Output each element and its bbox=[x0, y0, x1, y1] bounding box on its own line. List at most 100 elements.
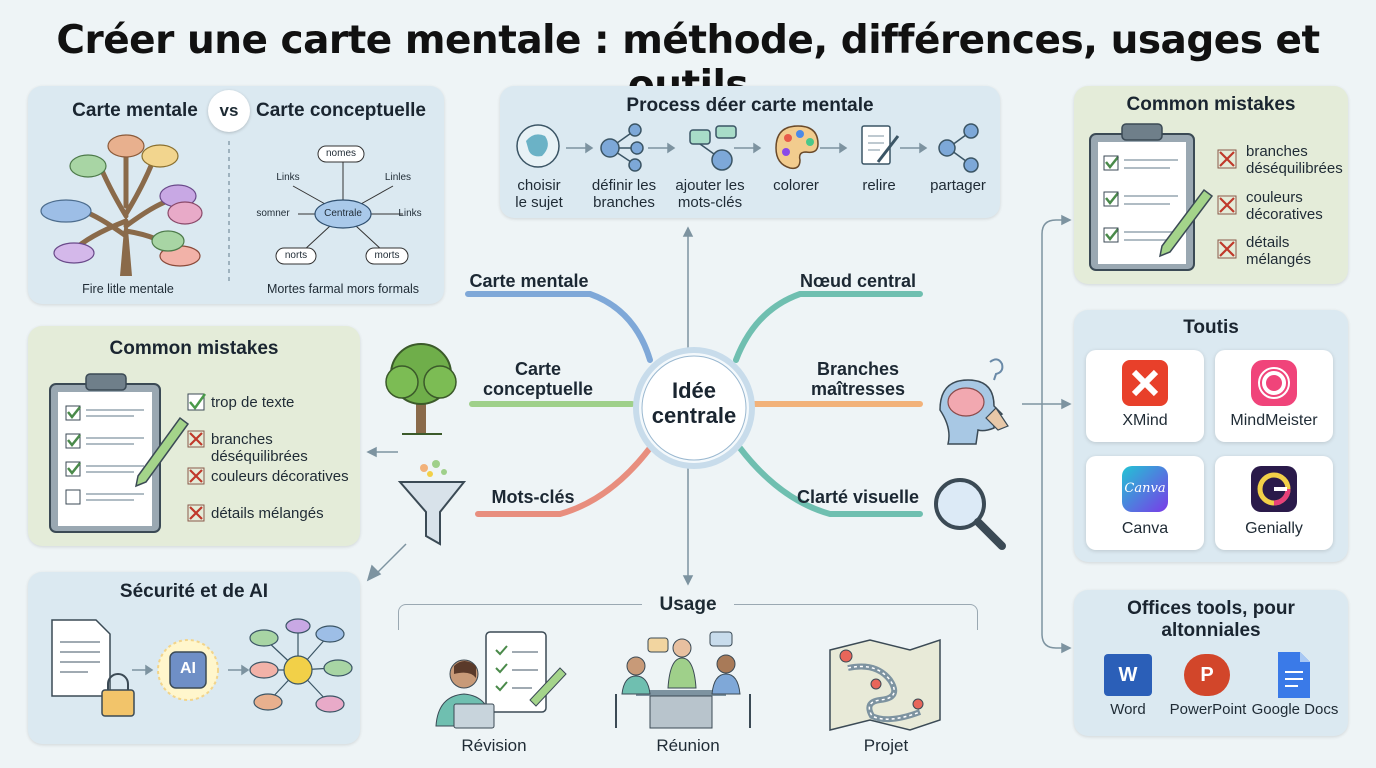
xmind-icon bbox=[1122, 360, 1168, 406]
securite-illustration bbox=[51, 618, 353, 717]
securite-panel: Sécurité et de AI AI bbox=[28, 572, 360, 744]
ai-label: AI bbox=[180, 660, 196, 677]
tools-title: Toutis bbox=[1183, 317, 1239, 338]
genially-icon bbox=[1251, 466, 1297, 512]
usage-title: Usage bbox=[642, 594, 734, 616]
share-icon bbox=[938, 123, 979, 173]
projet-map-icon bbox=[829, 638, 941, 731]
palette-icon bbox=[775, 125, 819, 170]
concept-node-centrale: Centrale bbox=[324, 208, 362, 219]
office-word-label: Word bbox=[1110, 701, 1146, 718]
canva-icon: Canva bbox=[1122, 466, 1168, 512]
keywords-icon bbox=[689, 125, 737, 171]
step-colorer: colorer bbox=[773, 177, 819, 194]
tool-canva[interactable]: Canva Canva bbox=[1086, 456, 1204, 550]
mistake-l-3: couleurs décoratives bbox=[211, 468, 349, 485]
concept-node-nomes: nomes bbox=[325, 148, 356, 159]
tool-mindmeister[interactable]: MindMeister bbox=[1215, 350, 1333, 442]
reunion-icon bbox=[615, 631, 751, 729]
usage-illustrations bbox=[435, 631, 941, 731]
concept-link-tl: Links bbox=[276, 172, 300, 183]
clipboard-icon-left bbox=[49, 373, 207, 533]
google-docs-icon bbox=[1278, 652, 1310, 698]
tool-genially[interactable]: Genially bbox=[1215, 456, 1333, 550]
x-marks bbox=[1217, 149, 1237, 259]
comparison-illustration bbox=[40, 134, 409, 284]
comparison-panel: Carte mentale Carte conceptuelle bbox=[28, 86, 444, 304]
concept-link-tr: Linles bbox=[384, 172, 412, 183]
branches-icon bbox=[600, 123, 644, 172]
central-mindmap bbox=[465, 226, 923, 586]
check-mark-icon bbox=[187, 393, 207, 411]
tool-genially-label: Genially bbox=[1245, 520, 1303, 537]
word-icon: W bbox=[1104, 654, 1152, 696]
tool-xmind-label: XMind bbox=[1122, 412, 1168, 429]
concept-caption: Mortes farmal mors formals bbox=[266, 282, 420, 296]
globe-icon bbox=[516, 124, 560, 168]
magnifier-icon bbox=[934, 478, 1006, 550]
concept-node-norts: norts bbox=[284, 250, 308, 261]
tool-xmind[interactable]: XMind bbox=[1086, 350, 1204, 442]
head-brain-icon bbox=[939, 358, 1009, 445]
document-lock-icon bbox=[51, 619, 135, 717]
carte-mentale-title: Carte mentale bbox=[72, 100, 198, 121]
funnel-icon bbox=[397, 460, 467, 546]
tool-canva-label: Canva bbox=[1121, 520, 1169, 537]
clipboard-icon bbox=[1089, 123, 1237, 271]
concept-link-r: Links bbox=[398, 208, 422, 219]
mistakes-right-title: Common mistakes bbox=[1126, 94, 1296, 115]
mindmeister-icon bbox=[1251, 360, 1297, 406]
left-side-icons bbox=[385, 343, 467, 546]
mistake-l-4: détails mélangés bbox=[211, 505, 324, 522]
mistake-l-1: trop de texte bbox=[211, 394, 295, 411]
concept-node-somner: somner bbox=[256, 208, 290, 219]
branch-clarte-visuelle: Clarté visuelle bbox=[796, 487, 920, 507]
revision-icon bbox=[435, 631, 567, 729]
branch-noeud-central: Nœud central bbox=[799, 271, 916, 291]
usage-projet: Projet bbox=[863, 736, 909, 755]
mistakes-left-title: Common mistakes bbox=[109, 338, 279, 359]
tree-caption: Fire litle mentale bbox=[82, 282, 174, 296]
process-title: Process déer carte mentale bbox=[626, 95, 874, 116]
left-arrows bbox=[366, 446, 407, 582]
right-side-icons bbox=[934, 358, 1009, 550]
vs-badge: vs bbox=[208, 90, 250, 132]
right-connectors bbox=[1022, 214, 1072, 654]
tool-mindmeister-label: MindMeister bbox=[1230, 412, 1318, 429]
tools-panel: Toutis XMind MindMeister Canva Canva Gen… bbox=[1074, 310, 1348, 562]
branch-mots-cles: Mots-clés bbox=[491, 487, 575, 507]
office-google-docs-label: Google Docs bbox=[1251, 701, 1339, 718]
concept-node-morts: morts bbox=[374, 250, 400, 261]
mistakes-left-panel: Common mistakes trop de texte branches d… bbox=[28, 326, 360, 546]
network-icon bbox=[249, 618, 353, 713]
tree-icon-large bbox=[385, 343, 457, 435]
step-relire: relire bbox=[862, 177, 896, 194]
usage-revision: Révision bbox=[461, 736, 527, 755]
step-partager: partager bbox=[930, 177, 986, 194]
office-powerpoint-label: PowerPoint bbox=[1169, 701, 1247, 718]
page-title: Créer une carte mentale : méthode, diffé… bbox=[56, 18, 1320, 108]
securite-title: Sécurité et de AI bbox=[119, 581, 269, 602]
mistake-l-2: branches déséquilibrées bbox=[211, 431, 308, 465]
usage-reunion: Réunion bbox=[656, 736, 720, 755]
carte-conceptuelle-title: Carte conceptuelle bbox=[256, 100, 426, 121]
review-icon bbox=[861, 125, 900, 165]
powerpoint-icon: P bbox=[1184, 654, 1230, 696]
x-mark-icons bbox=[187, 430, 205, 522]
ai-chip-icon bbox=[157, 639, 219, 701]
tree-icon bbox=[40, 134, 203, 276]
process-icons bbox=[516, 123, 979, 173]
